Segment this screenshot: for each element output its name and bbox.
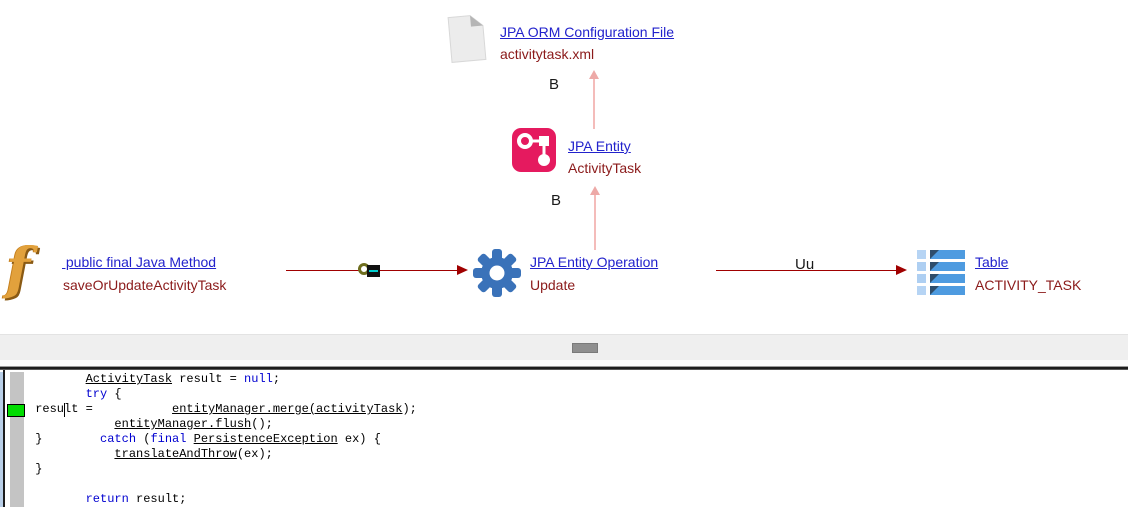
belongs-arrow-upper xyxy=(593,79,595,129)
code-gutter xyxy=(10,372,24,507)
node-name-jpa-entity: ActivityTask xyxy=(568,160,642,176)
call-link-box-icon xyxy=(367,265,380,277)
node-link-table[interactable]: Table xyxy=(975,254,1009,270)
belongs-arrowhead-lower xyxy=(590,186,600,195)
jpa-entity-icon[interactable] xyxy=(512,128,556,172)
node-link-jpa-entity-operation[interactable]: JPA Entity Operation xyxy=(530,254,659,270)
use-edge-arrowhead xyxy=(896,265,907,275)
node-link-config-file[interactable]: JPA ORM Configuration File xyxy=(500,24,675,40)
document-icon[interactable] xyxy=(447,14,487,64)
code-panel-left-border xyxy=(3,370,5,507)
belongs-arrowhead-upper xyxy=(589,70,599,79)
node-name-config-file: activitytask.xml xyxy=(500,46,595,62)
code-lines[interactable]: ActivityTask result = null; try { result… xyxy=(28,372,417,506)
node-name-table: ACTIVITY_TASK xyxy=(975,277,1082,293)
splitter-handle[interactable] xyxy=(572,343,598,353)
java-method-icon[interactable]: f xyxy=(6,236,31,302)
node-name-jpa-entity-operation: Update xyxy=(530,277,576,293)
edge-label-use[interactable]: Uu xyxy=(795,256,815,273)
edge-label-belongs-upper[interactable]: B xyxy=(549,76,560,93)
splitter-bar[interactable] xyxy=(0,334,1128,360)
belongs-arrow-lower xyxy=(594,195,596,250)
edge-label-belongs-lower[interactable]: B xyxy=(551,192,562,209)
code-panel-top-border xyxy=(0,366,1128,370)
call-edge-arrowhead xyxy=(457,265,468,275)
diagram-canvas[interactable]: B B Uu JPA ORM Configuration File activi… xyxy=(0,0,1128,334)
node-name-java-method: saveOrUpdateActivityTask xyxy=(63,277,227,293)
text-caret xyxy=(64,403,65,417)
code-viewer-panel[interactable]: ActivityTask result = null; try { result… xyxy=(0,370,1128,507)
table-icon[interactable] xyxy=(917,250,967,296)
code-bookmark-marker[interactable] xyxy=(7,404,25,417)
gear-icon[interactable] xyxy=(472,248,522,298)
node-link-jpa-entity[interactable]: JPA Entity xyxy=(568,138,631,154)
node-link-java-method[interactable]: public final Java Method xyxy=(62,254,217,270)
code-left-scrollbar[interactable] xyxy=(0,372,3,507)
splitter-lower-strip xyxy=(0,360,1128,366)
use-edge xyxy=(716,270,897,271)
